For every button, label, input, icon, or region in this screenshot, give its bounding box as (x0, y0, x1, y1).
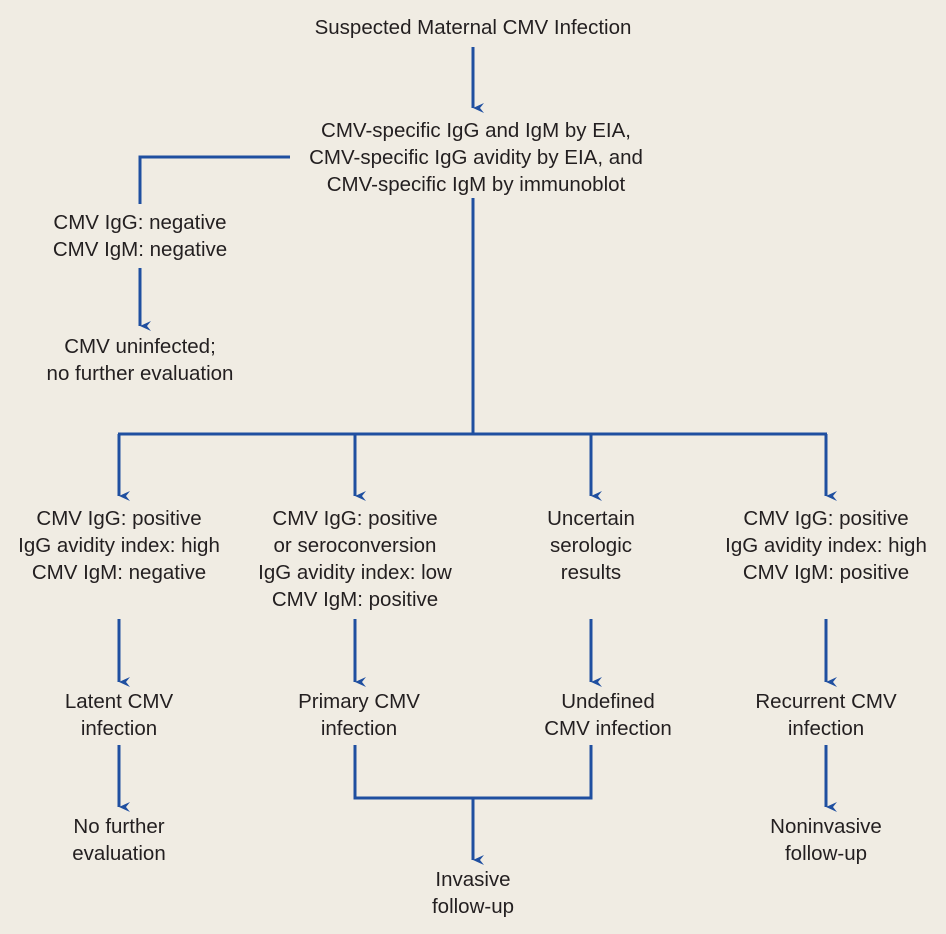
node-cmv-uninfected: CMV uninfected; no further evaluation (47, 333, 234, 387)
node-line: CMV infection (544, 717, 672, 740)
node-invasive-follow-up: Invasive follow-up (432, 866, 514, 920)
node-line: Suspected Maternal CMV Infection (314, 16, 632, 39)
node-recurrent-infection: Recurrent CMV infection (755, 688, 896, 742)
node-line: Noninvasive (770, 815, 882, 838)
node-line: CMV-specific IgM by immunoblot (326, 173, 626, 196)
node-line: CMV IgG: positive (743, 507, 909, 530)
node-primary-results: CMV IgG: positive or seroconversion IgG … (258, 505, 452, 613)
node-line: infection (320, 717, 398, 740)
node-line: CMV IgM: negative (31, 561, 207, 584)
node-serology-tests: CMV-specific IgG and IgM by EIA, CMV-spe… (309, 117, 643, 198)
node-line: IgG avidity index: high (18, 534, 220, 557)
node-line: CMV-specific IgG avidity by EIA, and (309, 146, 643, 169)
node-uncertain-results: Uncertain serologic results (547, 505, 635, 586)
node-no-further-evaluation: No further evaluation (72, 813, 165, 867)
node-negative-results: CMV IgG: negative CMV IgM: negative (53, 209, 227, 263)
node-suspected-infection: Suspected Maternal CMV Infection (315, 14, 632, 41)
node-line: CMV-specific IgG and IgM by EIA, (321, 119, 631, 142)
node-line: Latent CMV (64, 690, 174, 713)
node-line: infection (80, 717, 158, 740)
node-recurrent-results: CMV IgG: positive IgG avidity index: hig… (725, 505, 927, 586)
node-line: results (560, 561, 622, 584)
node-line: CMV IgG: negative (53, 211, 227, 234)
node-line: CMV IgM: positive (271, 588, 439, 611)
node-line: evaluation (72, 842, 166, 865)
node-line: CMV uninfected; (64, 335, 216, 358)
node-line: no further evaluation (46, 362, 234, 385)
node-line: Primary CMV (298, 690, 420, 713)
node-line: CMV IgG: positive (272, 507, 438, 530)
node-latent-infection: Latent CMV infection (65, 688, 173, 742)
node-line: Undefined (561, 690, 655, 713)
node-primary-infection: Primary CMV infection (298, 688, 420, 742)
node-line: IgG avidity index: low (258, 561, 452, 584)
node-line: follow-up (784, 842, 868, 865)
node-line: serologic (549, 534, 633, 557)
node-line: CMV IgM: negative (52, 238, 228, 261)
node-line: Recurrent CMV (755, 690, 897, 713)
node-line: or seroconversion (273, 534, 437, 557)
edge-tests-neg-results (138, 155, 290, 204)
node-line: CMV IgM: positive (742, 561, 910, 584)
node-noninvasive-follow-up: Noninvasive follow-up (770, 813, 882, 867)
edge-primary-undefined-merge (353, 745, 593, 800)
node-undefined-infection: Undefined CMV infection (544, 688, 672, 742)
node-line: infection (787, 717, 865, 740)
node-line: Invasive (435, 868, 511, 891)
node-line: follow-up (431, 895, 515, 918)
node-line: Uncertain (547, 507, 635, 530)
node-line: CMV IgG: positive (36, 507, 202, 530)
node-line: IgG avidity index: high (725, 534, 927, 557)
node-line: No further (73, 815, 165, 838)
node-latent-results: CMV IgG: positive IgG avidity index: hig… (18, 505, 220, 586)
